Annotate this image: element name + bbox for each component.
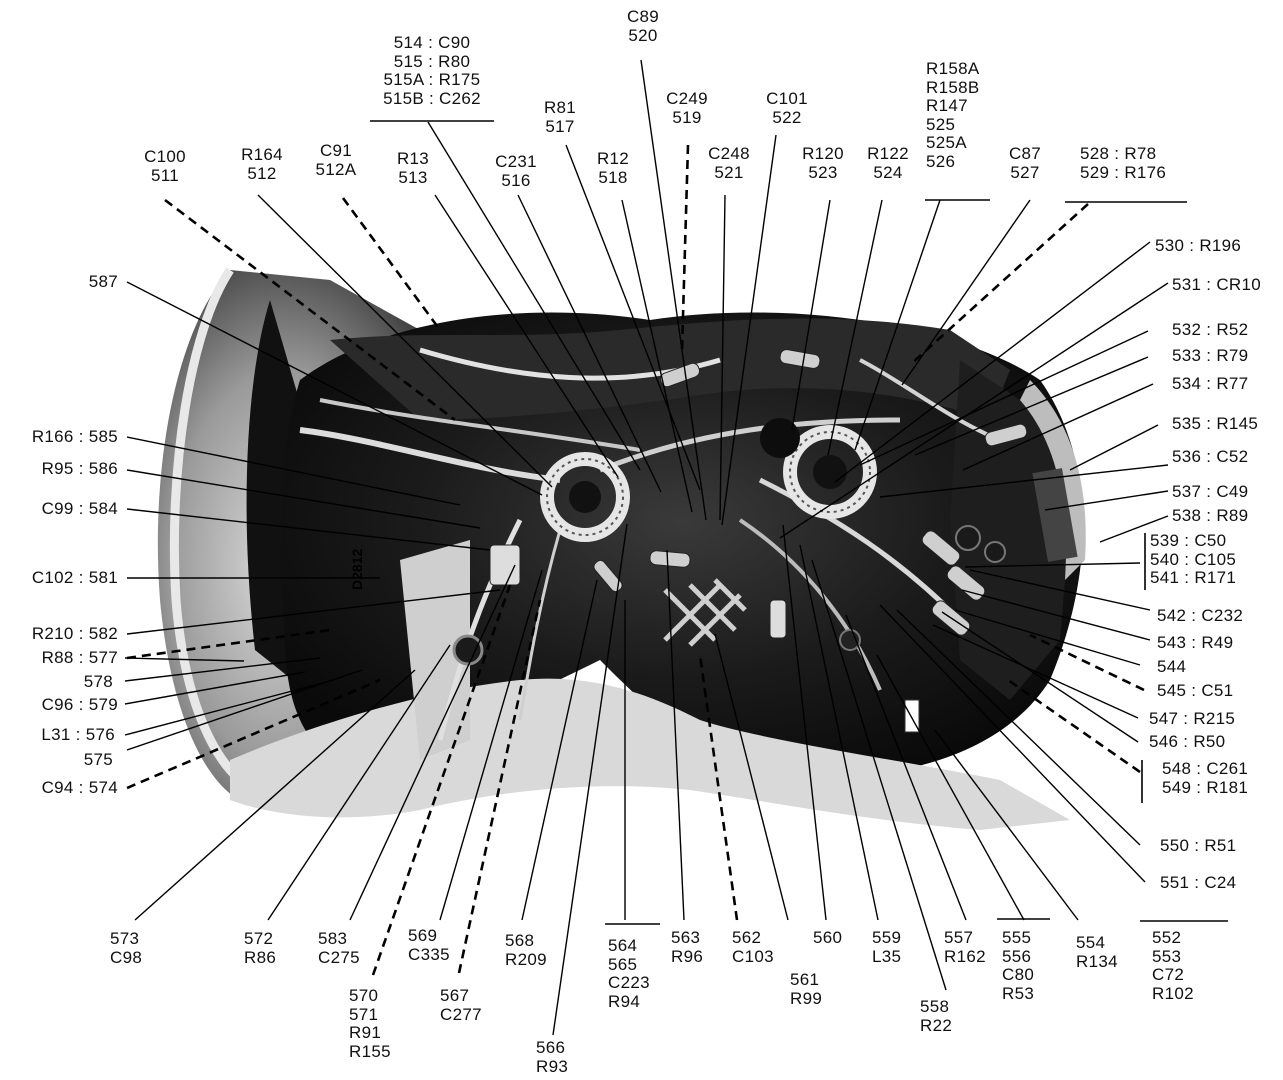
callout-536: 536 : C52: [1172, 447, 1249, 466]
chassis-photo: D2812: [157, 267, 1086, 830]
resistor-cluster: [489, 349, 1028, 639]
callout-545: 545 : C51: [1157, 681, 1234, 700]
wire: [518, 529, 562, 721]
callout-530: 530 : R196: [1155, 236, 1242, 255]
callout-586: R95 : 586: [41, 459, 118, 478]
component-marking: D2812: [349, 549, 365, 590]
toroid-coil-left: [540, 452, 630, 542]
main-body: [280, 312, 1083, 776]
far-right-block: [1032, 468, 1078, 562]
callout-585: R166 : 585: [31, 427, 118, 446]
callout-533: 533 : R79: [1172, 346, 1249, 365]
callout-576: L31 : 576: [41, 725, 115, 744]
callout-560: 560: [813, 928, 843, 947]
callout-574: C94 : 574: [41, 778, 118, 797]
wire: [319, 398, 641, 452]
callout-579: C96 : 579: [41, 695, 118, 714]
callout-546: 546 : R50: [1149, 732, 1226, 751]
leader-lines: [124, 59, 1169, 1036]
callout-551: 551 : C24: [1160, 873, 1237, 892]
callout-577: R88 : 577: [41, 648, 118, 667]
toroid-coil-right: [783, 425, 877, 519]
callout-544: 544: [1157, 657, 1187, 676]
callout-531: 531 : CR10: [1172, 275, 1261, 294]
callout-575: 575: [83, 750, 113, 769]
callout-550: 550 : R51: [1160, 836, 1237, 855]
callout-582: R210 : 582: [31, 624, 118, 643]
callout-547: 547 : R215: [1149, 709, 1236, 728]
group-brackets: [370, 120, 1228, 925]
wire: [299, 427, 561, 483]
wire: [859, 358, 1001, 442]
callout-537: 537 : C49: [1172, 482, 1249, 501]
wire: [738, 518, 882, 691]
callout-534: 534 : R77: [1172, 374, 1249, 393]
callout-578: 578: [83, 672, 113, 691]
callout-538: 538 : R89: [1172, 506, 1249, 525]
dashed-leader-lines: [126, 144, 1145, 976]
callout-543: 543 : R49: [1157, 633, 1234, 652]
wire: [599, 417, 901, 473]
heatsink: [663, 578, 747, 647]
callout-587: 587: [88, 272, 118, 291]
callout-532: 532 : R52: [1172, 320, 1249, 339]
callout-535: 535 : R145: [1172, 414, 1259, 433]
callout-581: C102 : 581: [31, 568, 118, 587]
callout-542: 542 : C232: [1157, 606, 1244, 625]
capacitor-cluster: [452, 418, 1006, 666]
callout-584: C99 : 584: [41, 499, 118, 518]
right-assembly: [950, 360, 1070, 700]
